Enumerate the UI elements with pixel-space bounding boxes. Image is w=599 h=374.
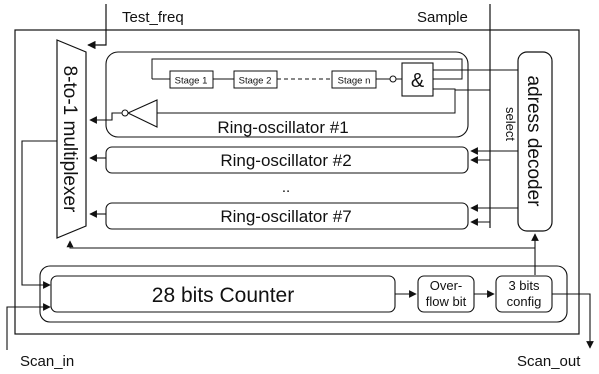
- address-decoder-block: [517, 51, 553, 232]
- stage-1-label: Stage 1: [175, 76, 208, 87]
- ring-oscillator-7-label: Ring-oscillator #7: [220, 207, 351, 226]
- output-buffer: [126, 99, 158, 128]
- select-label: select: [503, 107, 518, 141]
- ring-oscillator-1-label: Ring-oscillator #1: [217, 118, 348, 137]
- scan-in-line: [6, 303, 51, 350]
- mux-select-line: [66, 240, 535, 249]
- chip-boundary: [14, 29, 580, 335]
- stage-2-label: Stage 2: [239, 76, 272, 87]
- ring-oscillator-7-box: [105, 202, 469, 230]
- mux-to-counter: [21, 140, 57, 289]
- ring-oscillator-2-box: [105, 146, 469, 174]
- address-decoder-label: adress decoder: [523, 76, 544, 208]
- counter-label: 28 bits Counter: [152, 284, 294, 307]
- buffer-bubble: [121, 109, 129, 117]
- oscillator-ellipsis: ..: [282, 179, 290, 196]
- multiplexer-label: 8-to-1 multiplexer: [59, 66, 80, 213]
- multiplexer-block: [56, 39, 87, 239]
- osc1-to-mux: [89, 112, 122, 124]
- overflow-bit-label-1: Over-: [430, 278, 463, 293]
- scan-out-line: [552, 293, 594, 349]
- ring-oscillator-1-frame: [105, 51, 469, 138]
- config-label-1: 3 bits: [508, 278, 540, 293]
- feedback-loop: [157, 88, 456, 114]
- pin-sample-label: Sample: [417, 9, 468, 26]
- ring-oscillator-2-label: Ring-oscillator #2: [220, 151, 351, 170]
- inversion-bubble: [389, 75, 397, 83]
- overflow-bit-label-2: flow bit: [426, 294, 467, 309]
- pin-scan-in-label: Scan_in: [20, 353, 74, 370]
- pin-scan-out-label: Scan_out: [517, 353, 581, 370]
- and-gate: [401, 62, 434, 97]
- pin-test-freq-label: Test_freq: [122, 9, 184, 26]
- test-freq-line: [87, 4, 107, 50]
- config-label-2: config: [507, 294, 542, 309]
- and-gate-symbol: &: [411, 70, 425, 92]
- stage-n-label: Stage n: [338, 76, 371, 87]
- feedback-top: [151, 58, 463, 80]
